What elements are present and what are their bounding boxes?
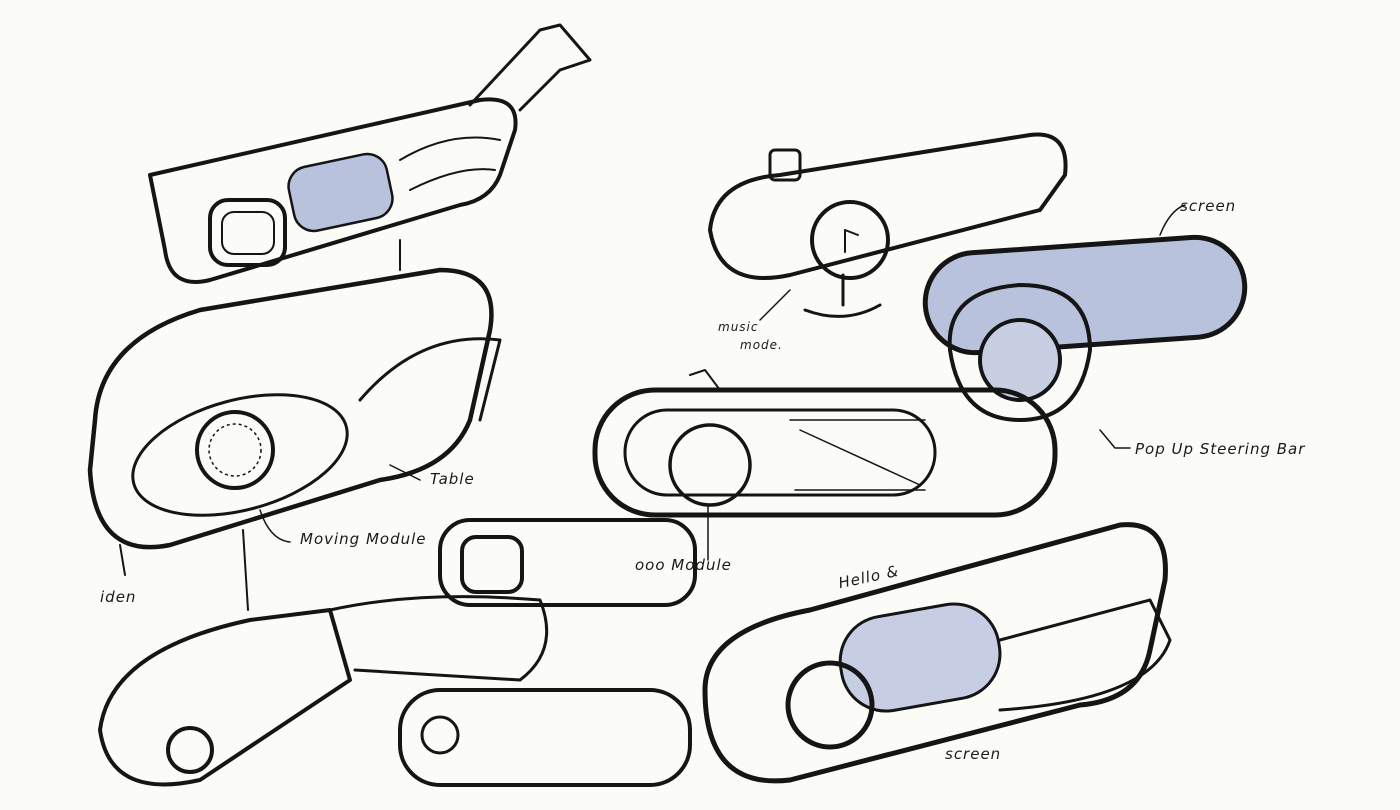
sketch-top-left [148,23,592,284]
label-mode: mode. [740,338,783,352]
label-module: ooo Module [635,556,732,574]
sketch-bottom-right [702,522,1172,784]
label-screen-top: screen [1180,197,1237,215]
sketch-music-mode [708,132,1068,318]
sketch-mid-left [87,239,502,611]
label-screen-bottom: screen [945,745,1002,763]
label-table: Table [430,470,475,488]
label-music: music [718,320,759,334]
sketch-bottom-left [98,595,692,787]
annotation-arrows [259,204,1186,561]
sketch-steering-bar [922,234,1248,422]
label-idea: iden [100,588,137,606]
label-pop-up-steering-bar: Pop Up Steering Bar [1135,440,1306,458]
sketch-center-module [592,369,1058,518]
sketch-small-module [438,518,697,607]
label-moving-module: Moving Module [300,530,427,548]
